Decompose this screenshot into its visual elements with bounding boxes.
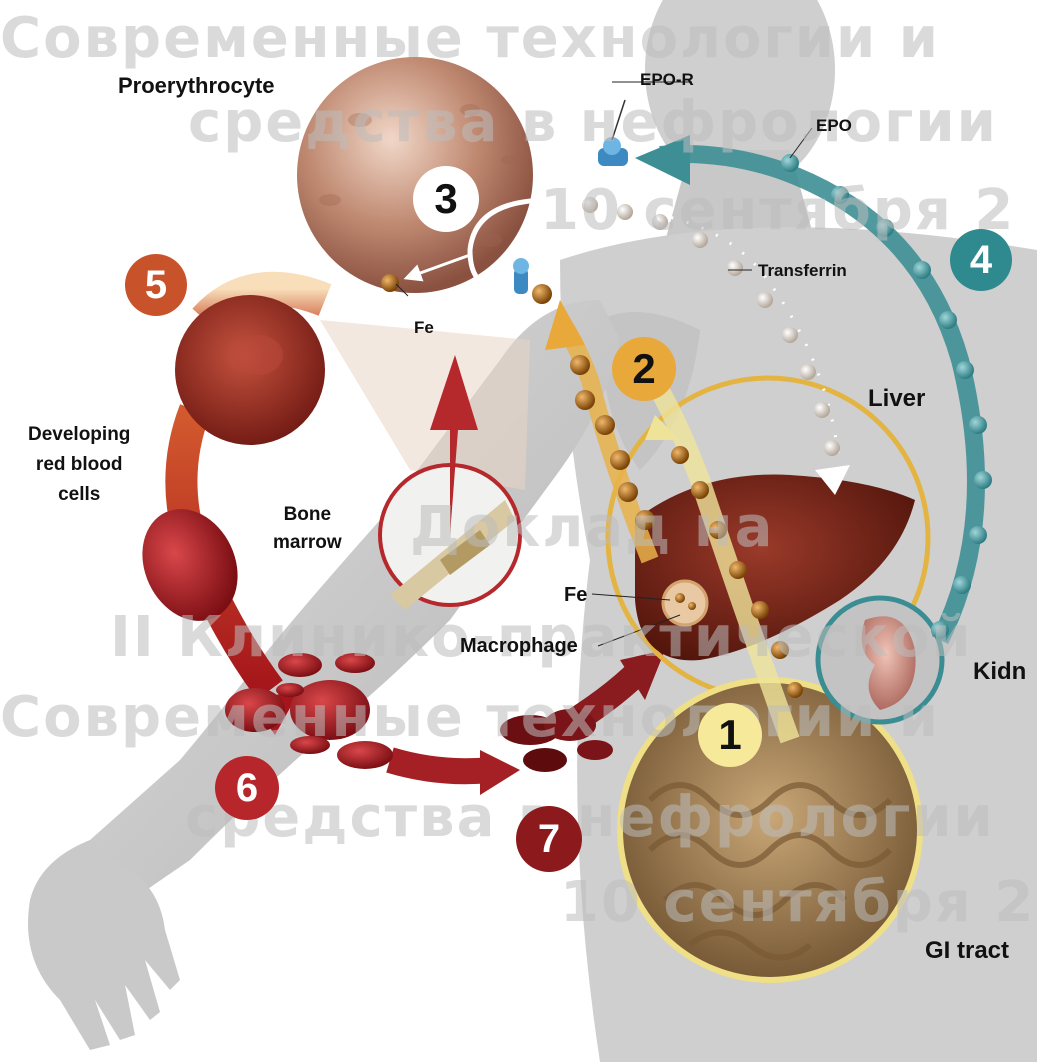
label-transferrin: Transferrin: [758, 261, 847, 281]
epo-receptor: [598, 100, 628, 166]
gi-tract-ring: [620, 680, 920, 980]
step-6-badge: 6: [215, 756, 279, 820]
proerythrocyte-cell: [297, 57, 533, 293]
label-fe-liver: Fe: [564, 584, 587, 607]
step-5-badge: 5: [125, 254, 187, 316]
step-3-badge: 3: [413, 166, 479, 232]
arrow-head-senescent: [480, 750, 520, 795]
step-4-badge: 4: [950, 229, 1012, 291]
label-kidney: Kidn: [973, 658, 1026, 686]
callout-cone: [320, 320, 530, 490]
arm-silhouette: [28, 300, 620, 1050]
step-7-badge: 7: [516, 806, 582, 872]
step-1-badge: 1: [698, 703, 762, 767]
label-bone-marrow: Bone marrow: [273, 501, 342, 557]
fe-in-cell: [381, 274, 399, 292]
label-macrophage: Macrophage: [460, 635, 578, 658]
epo-arrow-head: [635, 135, 690, 185]
label-epo: EPO: [816, 116, 852, 136]
label-developing-rbc: Developing red blood cells: [28, 420, 130, 510]
label-epo-r: EPO-R: [640, 70, 694, 90]
label-gi-tract: GI tract: [925, 937, 1009, 965]
step-2-badge: 2: [612, 337, 676, 401]
label-fe-cell: Fe: [414, 318, 434, 338]
arrow-to-senescent: [390, 760, 490, 771]
label-liver: Liver: [868, 385, 925, 413]
label-proerythrocyte: Proerythrocyte: [118, 73, 275, 99]
transferrin-receptor: [513, 258, 529, 294]
